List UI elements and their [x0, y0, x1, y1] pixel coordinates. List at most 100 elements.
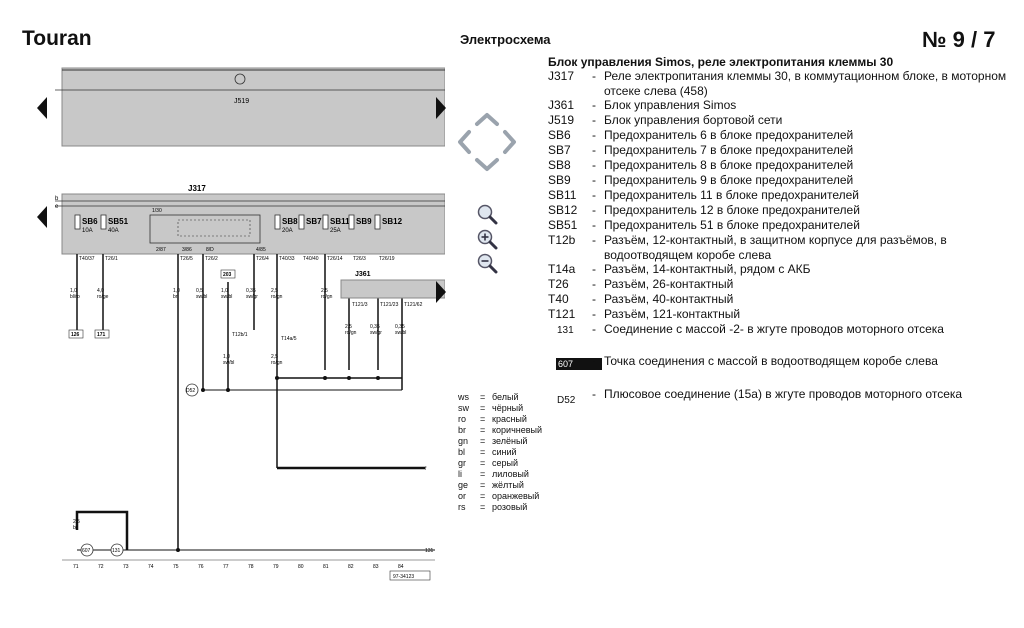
- svg-text:607: 607: [82, 548, 91, 554]
- document-type: Электросхема: [460, 32, 551, 47]
- fuse-sb51: SB51 40A: [100, 214, 129, 234]
- svg-text:ro/gn: ro/gn: [321, 294, 333, 300]
- svg-text:T26/14: T26/14: [327, 256, 343, 262]
- wiring-diagram: J519 J317 b e SB6 10A SB51 40A SB8 20A S…: [55, 67, 445, 581]
- svg-text:4/85: 4/85: [256, 247, 266, 253]
- legend-title: Блок управления Simos, реле электропитан…: [548, 55, 894, 69]
- svg-text:20A: 20A: [282, 228, 293, 234]
- j519-block: [61, 67, 445, 147]
- svg-text:sw/bl: sw/bl: [395, 330, 406, 336]
- svg-text:T26/1: T26/1: [105, 256, 118, 262]
- svg-text:2,5: 2,5: [321, 288, 328, 294]
- svg-text:D52: D52: [186, 388, 195, 394]
- fuse-sb7: SB7: [298, 214, 322, 230]
- svg-text:T26/5: T26/5: [180, 256, 193, 262]
- svg-text:1/30: 1/30: [152, 208, 162, 214]
- svg-text:br: br: [73, 525, 78, 531]
- svg-text:79: 79: [273, 564, 279, 570]
- j361-label: J361: [355, 271, 371, 278]
- svg-text:25A: 25A: [330, 228, 341, 234]
- svg-text:2,5: 2,5: [345, 324, 352, 330]
- svg-text:SB9: SB9: [356, 217, 372, 226]
- svg-text:T26/2: T26/2: [205, 256, 218, 262]
- prev-page-arrow-top[interactable]: [37, 97, 47, 119]
- fuse-sb8: SB8 20A: [274, 214, 298, 234]
- svg-text:sw/bl: sw/bl: [223, 360, 234, 366]
- svg-text:2,5: 2,5: [73, 519, 80, 525]
- svg-text:131: 131: [112, 548, 121, 554]
- zoom-in-icon[interactable]: [476, 228, 498, 250]
- pan-right-icon[interactable]: [503, 130, 516, 154]
- svg-text:T12b/1: T12b/1: [232, 332, 248, 338]
- svg-text:T40/37: T40/37: [79, 256, 95, 262]
- j361-block: [340, 279, 445, 299]
- svg-text:T40/33: T40/33: [279, 256, 295, 262]
- svg-text:0,35: 0,35: [395, 324, 405, 330]
- next-page-arrow-middle[interactable]: [436, 281, 446, 303]
- svg-text:1,0: 1,0: [223, 354, 230, 360]
- svg-text:81: 81: [323, 564, 329, 570]
- svg-text:T26/3: T26/3: [353, 256, 366, 262]
- fuse-sb9: SB9: [348, 214, 372, 230]
- j317-block: [61, 193, 445, 255]
- doc-code: 97-34123: [393, 574, 414, 580]
- svg-text:83: 83: [373, 564, 379, 570]
- svg-text:T40/40: T40/40: [303, 256, 319, 262]
- zoom-fit-icon[interactable]: [476, 203, 498, 225]
- svg-text:1,0: 1,0: [221, 288, 228, 294]
- svg-text:1,0: 1,0: [173, 288, 180, 294]
- svg-text:ro/gn: ro/gn: [271, 360, 283, 366]
- wire-f-label: f: [425, 466, 427, 472]
- svg-text:4,0: 4,0: [97, 288, 104, 294]
- pan-up-icon[interactable]: [475, 113, 499, 126]
- svg-text:SB12: SB12: [382, 217, 403, 226]
- svg-text:0,35: 0,35: [246, 288, 256, 294]
- svg-text:SB8: SB8: [282, 217, 298, 226]
- svg-text:8/D: 8/D: [206, 247, 214, 253]
- svg-text:3/86: 3/86: [182, 247, 192, 253]
- svg-text:T121/3: T121/3: [352, 302, 368, 308]
- pan-left-icon[interactable]: [458, 130, 471, 154]
- relay: [149, 214, 261, 244]
- svg-text:75: 75: [173, 564, 179, 570]
- svg-text:e: e: [55, 204, 59, 210]
- svg-text:2,5: 2,5: [271, 288, 278, 294]
- page-number: № 9 / 7: [922, 27, 996, 52]
- svg-text:ro/gn: ro/gn: [271, 294, 283, 300]
- svg-text:74: 74: [148, 564, 154, 570]
- svg-text:76: 76: [198, 564, 204, 570]
- svg-text:0,35: 0,35: [370, 324, 380, 330]
- svg-text:1,0: 1,0: [70, 288, 77, 294]
- ref-203: 203: [223, 272, 232, 278]
- svg-text:SB51: SB51: [108, 217, 129, 226]
- svg-text:73: 73: [123, 564, 129, 570]
- ref-171: 171: [97, 332, 106, 338]
- svg-text:SB6: SB6: [82, 217, 98, 226]
- track-numbers: 71 72 73 74 75 76 77 78 79 80 81 82 83 8…: [73, 564, 404, 570]
- svg-text:b: b: [55, 196, 59, 202]
- fuse-sb6: SB6 10A: [74, 214, 98, 234]
- j317-label: J317: [188, 184, 206, 193]
- svg-text:71: 71: [73, 564, 79, 570]
- fuse-sb11: SB11 25A: [322, 214, 350, 234]
- svg-text:T26/4: T26/4: [256, 256, 269, 262]
- svg-text:80: 80: [298, 564, 304, 570]
- pan-control: [458, 113, 516, 171]
- svg-text:2,5: 2,5: [271, 354, 278, 360]
- svg-text:bl/ro: bl/ro: [70, 294, 80, 300]
- d52-node: [185, 383, 199, 397]
- next-page-arrow-top[interactable]: [436, 97, 446, 119]
- svg-text:2/87: 2/87: [156, 247, 166, 253]
- fuse-sb12: SB12: [374, 214, 403, 230]
- svg-text:78: 78: [248, 564, 254, 570]
- svg-text:40A: 40A: [108, 228, 119, 234]
- svg-text:ro/ge: ro/ge: [97, 294, 109, 300]
- svg-text:sw/bl: sw/bl: [221, 294, 232, 300]
- zoom-out-icon[interactable]: [476, 252, 498, 274]
- svg-text:sw/bl: sw/bl: [196, 294, 207, 300]
- pan-down-icon[interactable]: [475, 158, 499, 171]
- svg-text:br: br: [173, 294, 178, 300]
- svg-text:77: 77: [223, 564, 229, 570]
- j519-symbol: [234, 73, 246, 85]
- prev-page-arrow-middle[interactable]: [37, 206, 47, 228]
